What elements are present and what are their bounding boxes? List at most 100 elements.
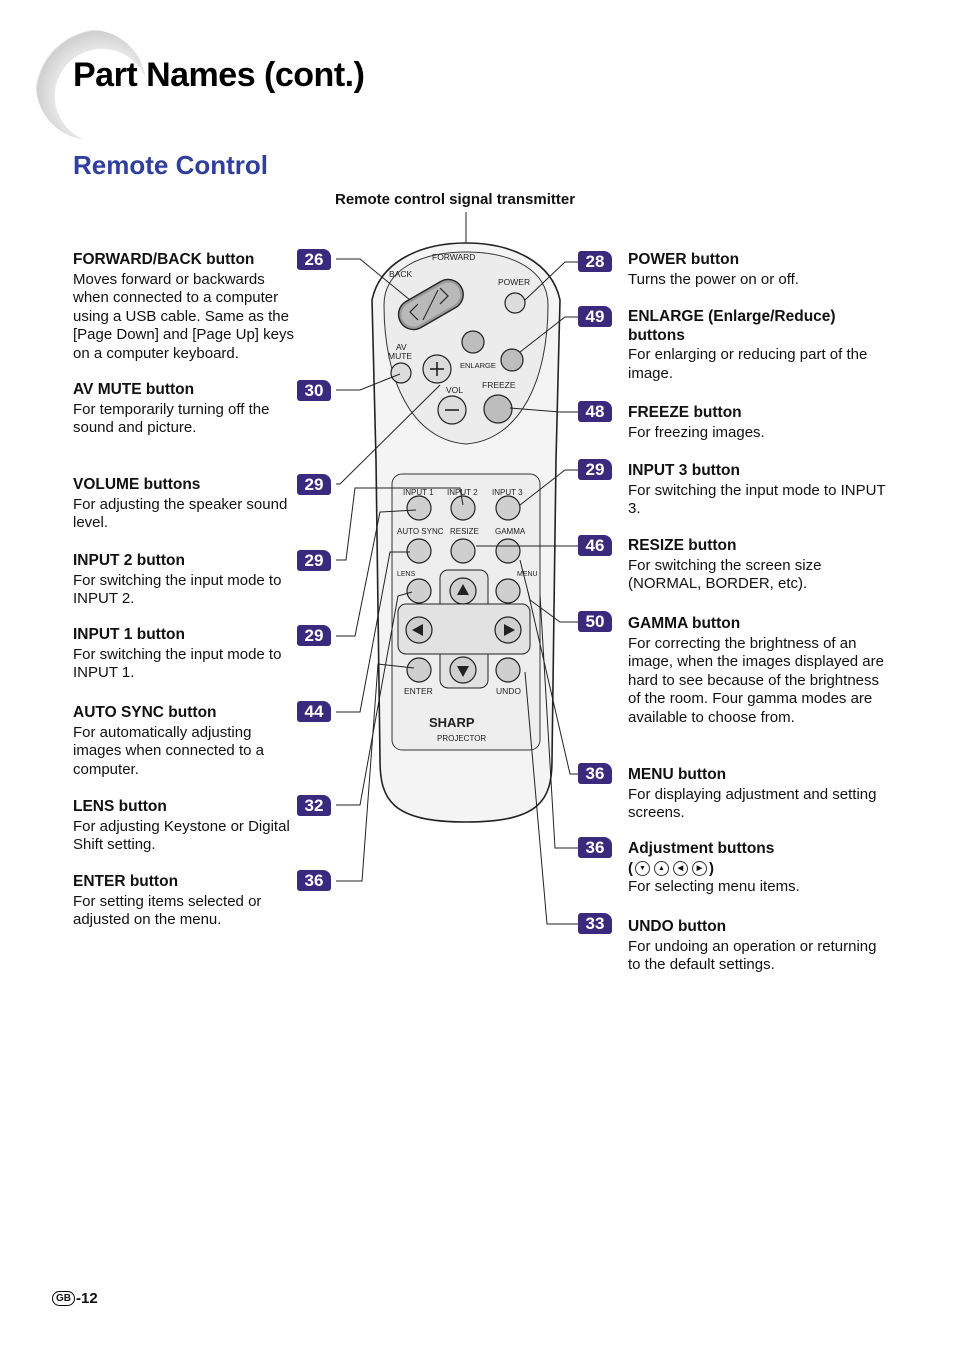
- adjustment-description: Adjustment buttons (▼▲◀▶) For selecting …: [628, 840, 886, 897]
- menu-description: MENU button For displaying adjustment an…: [628, 766, 886, 823]
- item-desc: For selecting menu items.: [628, 878, 800, 895]
- volume-description: VOLUME buttons For adjusting the speaker…: [73, 476, 298, 533]
- item-title: LENS button: [73, 798, 167, 815]
- auto-sync-description: AUTO SYNC button For automatically adjus…: [73, 704, 298, 779]
- item-title: UNDO button: [628, 918, 727, 935]
- item-desc: For automatically adjusting images when …: [73, 723, 264, 778]
- item-desc: For switching the input mode to INPUT 2.: [73, 571, 282, 608]
- page-number-text: -12: [76, 1290, 98, 1307]
- av-mute-description: AV MUTE button For temporarily turning o…: [73, 381, 298, 438]
- item-title: POWER button: [628, 251, 740, 268]
- item-desc: For switching the input mode to INPUT 1.: [73, 645, 282, 682]
- item-desc: For displaying adjustment and setting sc…: [628, 785, 877, 822]
- label-resize: RESIZE: [450, 527, 479, 536]
- item-title: GAMMA button: [628, 615, 741, 632]
- input1-description: INPUT 1 button For switching the input m…: [73, 626, 298, 683]
- gamma-description: GAMMA button For correcting the brightne…: [628, 615, 886, 727]
- undo-description: UNDO button For undoing an operation or …: [628, 918, 886, 975]
- page-ref-badge: 33: [578, 913, 612, 934]
- label-undo: UNDO: [496, 686, 521, 696]
- label-freeze: FREEZE: [482, 380, 516, 390]
- page-ref-badge: 29: [297, 625, 331, 646]
- page-ref-badge: 28: [578, 251, 612, 272]
- up-arrow-icon: ▲: [654, 861, 669, 877]
- item-title: Adjustment buttons: [628, 840, 775, 857]
- label-forward: FORWARD: [432, 252, 475, 262]
- page-ref-badge: 36: [297, 870, 331, 891]
- paren-open: (: [628, 859, 633, 877]
- forward-back-description: FORWARD/BACK button Moves forward or bac…: [73, 251, 298, 363]
- label-input3: INPUT 3: [492, 488, 523, 497]
- label-menu: MENU: [517, 571, 538, 578]
- lens-description: LENS button For adjusting Keystone or Di…: [73, 798, 298, 855]
- label-vol: VOL: [446, 385, 463, 395]
- label-lens: LENS: [397, 571, 416, 578]
- item-title: INPUT 3 button: [628, 462, 740, 479]
- item-desc: For adjusting the speaker sound level.: [73, 495, 288, 532]
- item-desc: For adjusting Keystone or Digital Shift …: [73, 817, 290, 854]
- item-title: INPUT 1 button: [73, 626, 185, 643]
- down-arrow-icon: ▼: [635, 861, 650, 877]
- label-gamma: GAMMA: [495, 527, 526, 536]
- label-mute: MUTE: [388, 351, 412, 361]
- page-number: GB -12: [52, 1290, 98, 1307]
- item-desc: For temporarily turning off the sound an…: [73, 400, 270, 437]
- section-title: Remote Control: [73, 150, 268, 180]
- paren-close: ): [709, 859, 714, 877]
- item-title: AV MUTE button: [73, 381, 195, 398]
- label-enter: ENTER: [404, 686, 433, 696]
- item-desc: Moves forward or backwards when connecte…: [73, 270, 294, 362]
- page-ref-badge: 50: [578, 611, 612, 632]
- page-ref-badge: 36: [578, 837, 612, 858]
- page-ref-badge: 29: [578, 459, 612, 480]
- label-enlarge: ENLARGE: [460, 361, 496, 370]
- page-ref-badge: 49: [578, 306, 612, 327]
- item-title: ENTER button: [73, 873, 179, 890]
- page-ref-badge: 44: [297, 701, 331, 722]
- page-ref-badge: 32: [297, 795, 331, 816]
- page-ref-badge: 30: [297, 380, 331, 401]
- signal-transmitter-label: Remote control signal transmitter: [335, 191, 576, 208]
- enlarge-description: ENLARGE (Enlarge/Reduce) buttons For enl…: [628, 308, 886, 383]
- freeze-description: FREEZE button For freezing images.: [628, 404, 886, 442]
- corner-decoration: [36, 30, 146, 140]
- item-desc: For switching the input mode to INPUT 3.: [628, 481, 886, 518]
- item-desc: For correcting the brightness of an imag…: [628, 634, 884, 726]
- page-ref-badge: 46: [578, 535, 612, 556]
- page-ref-badge: 26: [297, 249, 331, 270]
- item-title: FORWARD/BACK button: [73, 251, 255, 268]
- right-arrow-icon: ▶: [692, 861, 707, 877]
- item-desc: For undoing an operation or returning to…: [628, 937, 877, 974]
- brand-logo: SHARP: [429, 715, 475, 730]
- input2-description: INPUT 2 button For switching the input m…: [73, 552, 298, 609]
- item-title: ENLARGE (Enlarge/Reduce) buttons: [628, 308, 836, 344]
- label-projector: PROJECTOR: [437, 734, 486, 743]
- power-description: POWER button Turns the power on or off.: [628, 251, 886, 289]
- item-title: RESIZE button: [628, 537, 737, 554]
- item-title: AUTO SYNC button: [73, 704, 217, 721]
- page-ref-badge: 29: [297, 550, 331, 571]
- item-desc: For enlarging or reducing part of the im…: [628, 346, 868, 382]
- adjustment-symbols: (▼▲◀▶): [628, 860, 886, 879]
- item-desc: For freezing images.: [628, 423, 765, 441]
- label-input2: INPUT 2: [447, 488, 478, 497]
- input3-description: INPUT 3 button For switching the input m…: [628, 462, 886, 519]
- item-desc: For switching the screen size (NORMAL, B…: [628, 556, 822, 593]
- left-arrow-icon: ◀: [673, 861, 688, 877]
- item-title: INPUT 2 button: [73, 552, 185, 569]
- enter-description: ENTER button For setting items selected …: [73, 873, 298, 930]
- resize-description: RESIZE button For switching the screen s…: [628, 537, 886, 594]
- item-desc: Turns the power on or off.: [628, 270, 799, 288]
- label-back: BACK: [389, 269, 412, 279]
- label-input1: INPUT 1: [403, 488, 434, 497]
- language-badge: GB: [52, 1291, 75, 1306]
- page-ref-badge: 36: [578, 763, 612, 784]
- label-power: POWER: [498, 277, 530, 287]
- label-av: AV: [396, 342, 407, 352]
- item-title: VOLUME buttons: [73, 476, 201, 493]
- item-title: FREEZE button: [628, 404, 742, 421]
- item-title: MENU button: [628, 766, 727, 783]
- page-ref-badge: 48: [578, 401, 612, 422]
- page-ref-badge: 29: [297, 474, 331, 495]
